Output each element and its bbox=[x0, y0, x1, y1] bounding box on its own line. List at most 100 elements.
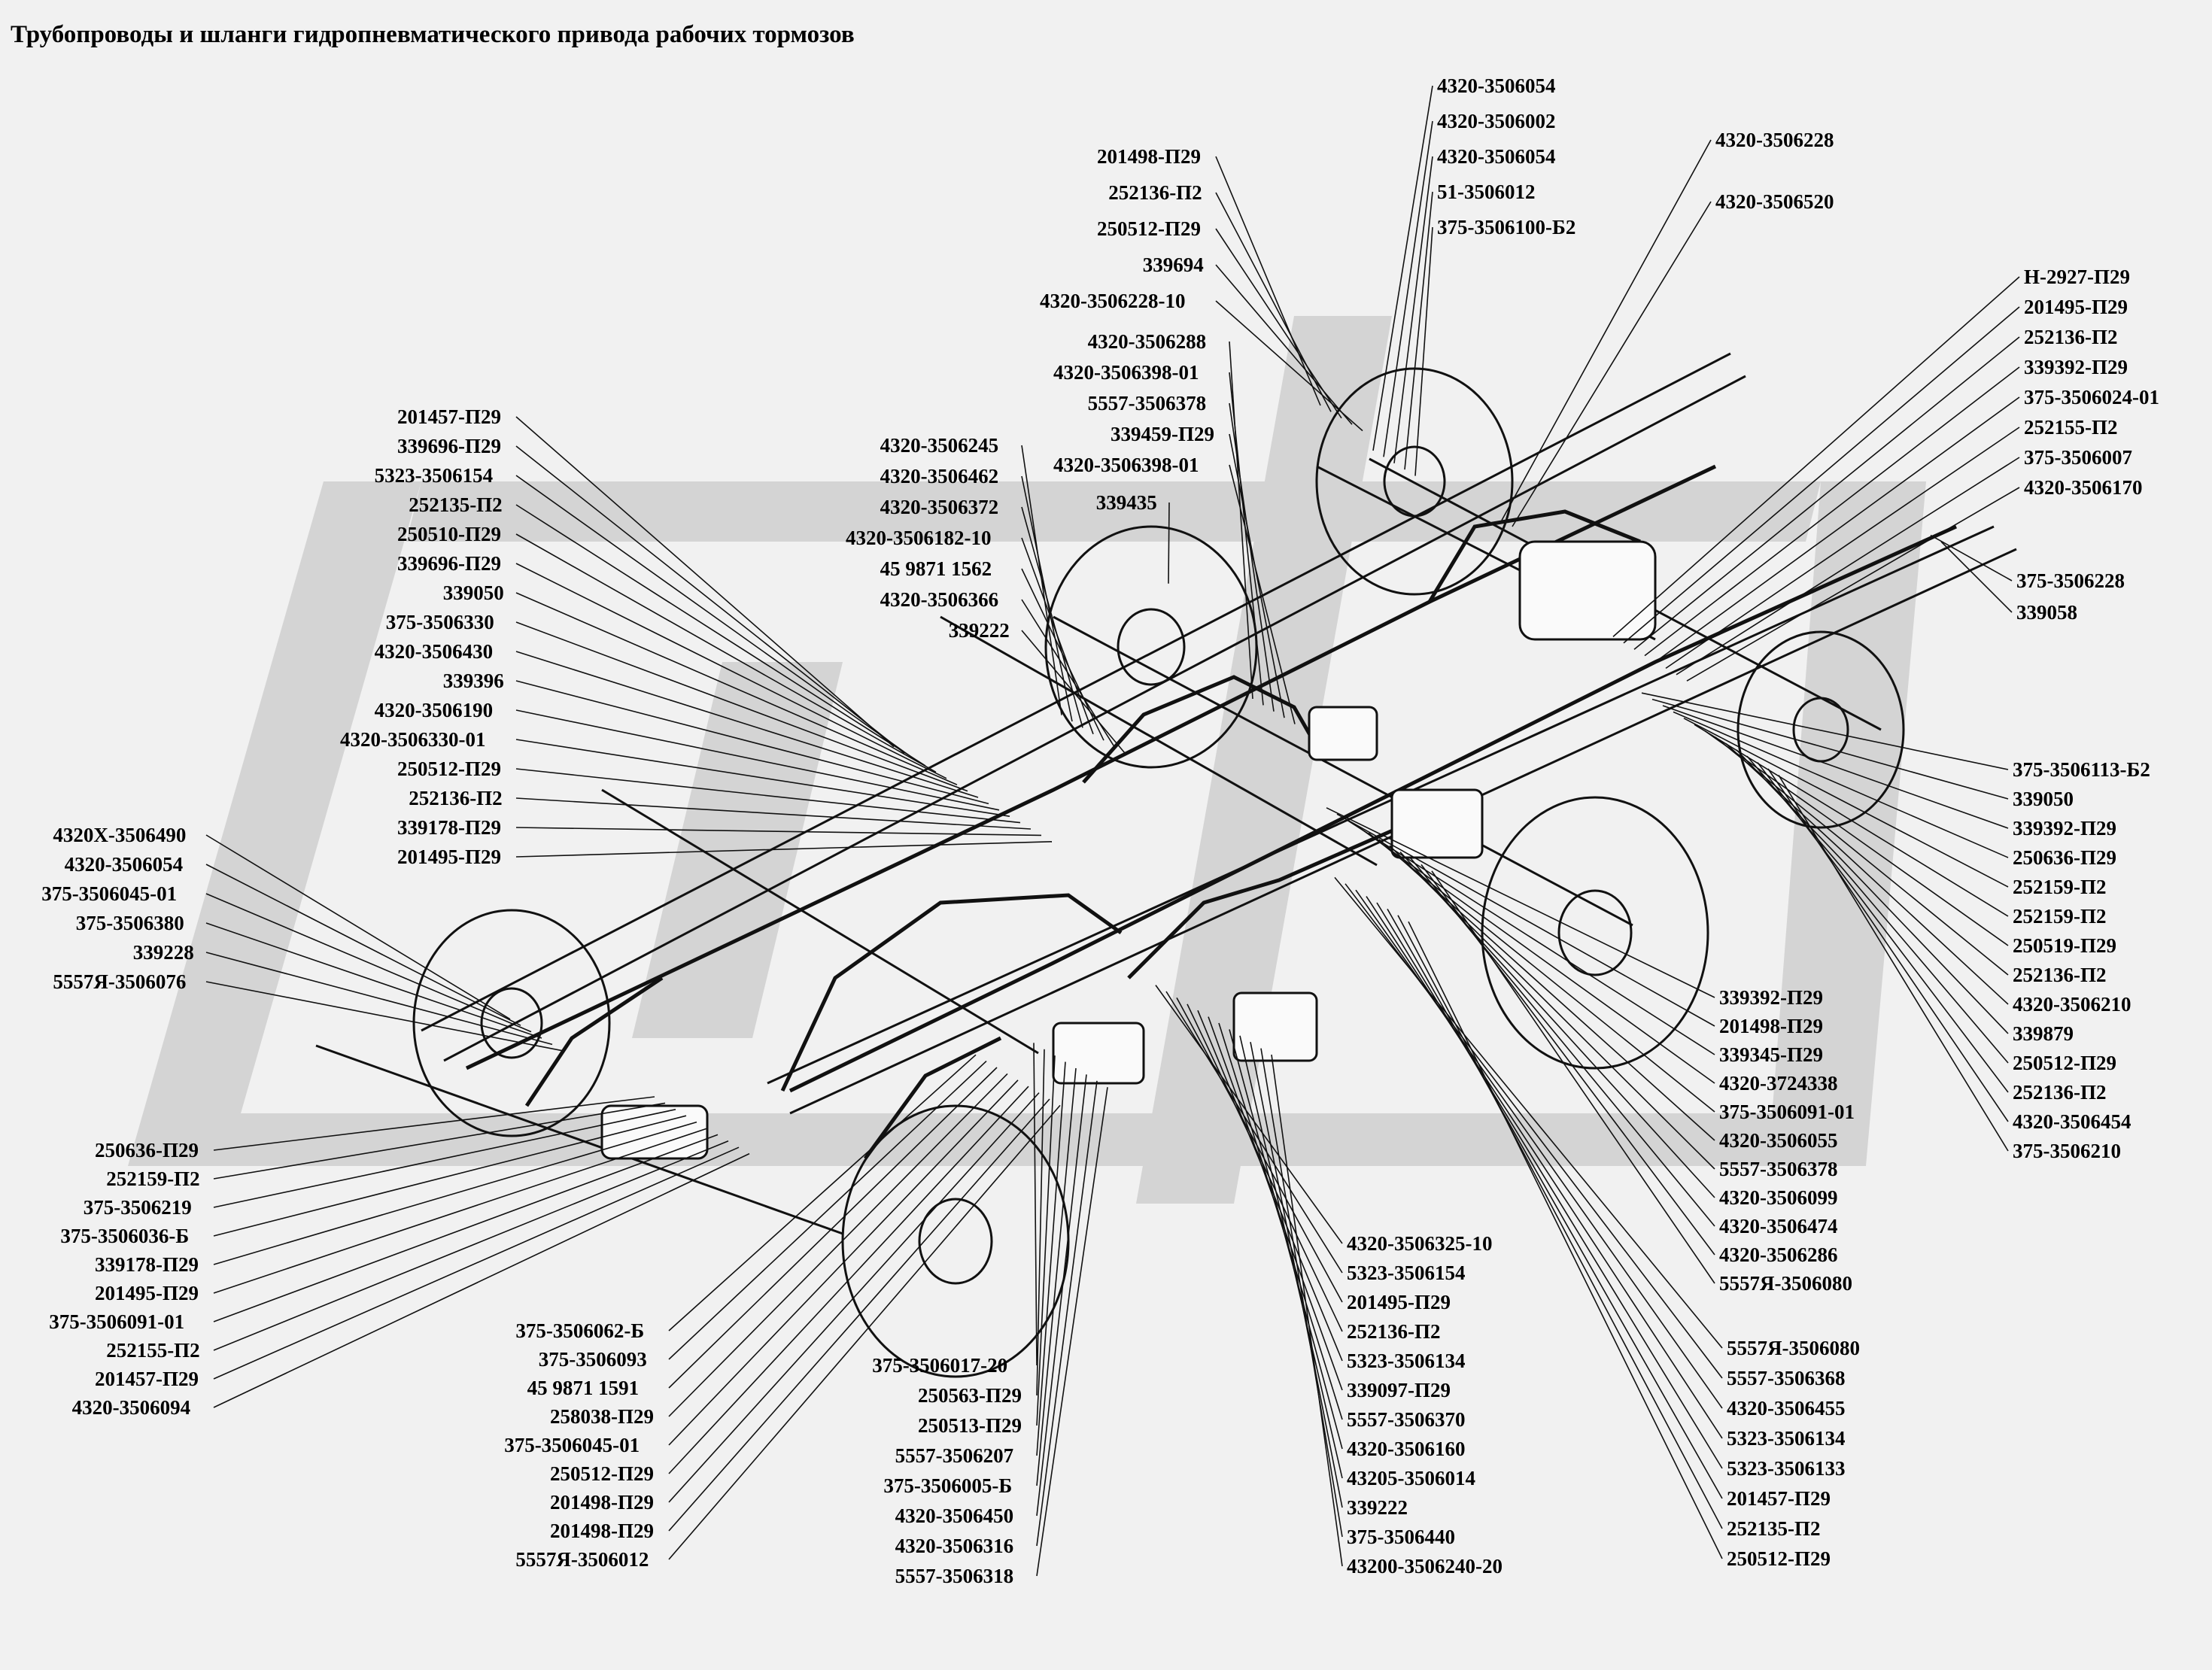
part-label-leftupper: 252136-П2 bbox=[409, 786, 503, 809]
part-label-bottommid: 250563-П29 bbox=[918, 1383, 1022, 1407]
leader-line bbox=[1501, 139, 1712, 521]
part-label-leftupper: 5323-3506154 bbox=[374, 463, 494, 487]
brake-valve bbox=[1308, 706, 1378, 761]
leader-line bbox=[515, 739, 1010, 817]
part-label-rightlower: 4320-3506454 bbox=[2013, 1110, 2131, 1133]
air-reservoir bbox=[1518, 540, 1657, 641]
leader-line bbox=[1229, 372, 1264, 706]
watermark-letter bbox=[1136, 316, 1392, 1204]
leader-line bbox=[1676, 457, 2020, 676]
leader-line bbox=[1633, 336, 2020, 650]
leader-line bbox=[213, 1115, 687, 1237]
leader-line bbox=[1036, 1061, 1066, 1456]
leader-line bbox=[668, 1073, 1008, 1417]
brake-line bbox=[1427, 509, 1641, 603]
part-label-rightupper: Н-2927-П29 bbox=[2024, 265, 2130, 288]
leader-line bbox=[515, 533, 937, 773]
part-label-rightupper: 4320-3506170 bbox=[2024, 475, 2143, 499]
part-label-topcenter: 339694 bbox=[1142, 253, 1204, 276]
part-label-bottomleft: 201498-П29 bbox=[550, 1490, 654, 1514]
leader-line bbox=[515, 651, 979, 798]
part-label-midleft: 339222 bbox=[948, 618, 1010, 642]
part-label-midleft: 4320-3506366 bbox=[880, 588, 999, 611]
leader-line bbox=[1229, 1029, 1343, 1450]
leader-line bbox=[1036, 1087, 1108, 1577]
leader-line bbox=[1036, 1074, 1087, 1517]
part-label-leftupper: 339396 bbox=[442, 669, 504, 692]
leader-line bbox=[213, 1096, 655, 1151]
wheel-hubs bbox=[412, 367, 1905, 1378]
part-label-leftlower: 201457-П29 bbox=[95, 1367, 199, 1390]
part-label-bottomleft: 375-3506093 bbox=[538, 1347, 647, 1371]
part-label-rightlower: 4320-3506210 bbox=[2013, 992, 2131, 1016]
leader-line bbox=[1641, 692, 2009, 770]
leader-line bbox=[205, 893, 532, 1033]
part-label-bottommid: 5557-3506207 bbox=[895, 1444, 1014, 1467]
part-label-bottommid: 4320-3506316 bbox=[895, 1534, 1014, 1557]
leader-line bbox=[1673, 711, 2009, 858]
leader-line bbox=[1345, 883, 1723, 1379]
part-label-bottomcenter: 43205-3506014 bbox=[1347, 1466, 1475, 1489]
part-label-bottomcenter: 4320-3506325-10 bbox=[1347, 1231, 1493, 1255]
part-label-bottomleft: 375-3506062-Б bbox=[515, 1319, 645, 1342]
leader-line bbox=[1612, 276, 2020, 637]
leader-line bbox=[1404, 191, 1433, 470]
brake-valve bbox=[1232, 991, 1318, 1062]
leader-line bbox=[668, 1086, 1029, 1474]
part-label-leftlower: 4320-3506094 bbox=[71, 1395, 191, 1419]
part-label-bottomcenter: 339222 bbox=[1347, 1495, 1408, 1519]
brake-components bbox=[600, 540, 1657, 1160]
leader-line bbox=[205, 864, 521, 1026]
part-label-leftmid: 339228 bbox=[132, 940, 194, 964]
watermark-bar-top bbox=[406, 481, 1821, 542]
part-label-centerright: 4320-3506286 bbox=[1719, 1243, 1838, 1266]
leader-line bbox=[1940, 541, 2013, 613]
leader-line bbox=[1393, 156, 1433, 463]
leader-line bbox=[515, 709, 1000, 811]
leader-line bbox=[1215, 264, 1353, 425]
leader-line bbox=[1334, 876, 1723, 1349]
part-label-rightupper: 252136-П2 bbox=[2024, 325, 2118, 348]
part-label-topstack: 4320-3506002 bbox=[1437, 109, 1556, 132]
wheel-hub-center bbox=[1557, 889, 1633, 976]
part-label-bottomleft: 45 9871 1591 bbox=[527, 1376, 640, 1399]
part-label-bottomleft: 375-3506045-01 bbox=[504, 1433, 640, 1456]
part-label-leftlower: 339178-П29 bbox=[95, 1252, 199, 1276]
leader-line bbox=[1410, 858, 1715, 1227]
cross-member bbox=[940, 615, 1378, 867]
leader-line bbox=[213, 1102, 666, 1180]
part-label-rightupper: 375-3506024-01 bbox=[2024, 385, 2159, 408]
leader-line bbox=[205, 981, 564, 1052]
part-label-rightmid: 375-3506228 bbox=[2016, 569, 2125, 592]
part-label-midleft: 4320-3506182-10 bbox=[846, 526, 992, 549]
part-label-rightlower: 250636-П29 bbox=[2013, 846, 2116, 869]
part-label-rightlower: 250512-П29 bbox=[2013, 1051, 2116, 1074]
part-label-topcenter: 4320-3506228-10 bbox=[1040, 289, 1186, 312]
part-label-topcenter: 250512-П29 bbox=[1097, 217, 1201, 240]
part-label-bottomcenter: 5323-3506134 bbox=[1347, 1349, 1466, 1372]
part-label-bottomright: 5557-3506368 bbox=[1727, 1366, 1846, 1389]
leader-line bbox=[1229, 402, 1275, 712]
leader-line bbox=[1414, 226, 1433, 476]
part-label-leftupper: 339178-П29 bbox=[397, 815, 501, 839]
part-label-topright: 4320-3506520 bbox=[1715, 190, 1834, 213]
leader-line bbox=[668, 1067, 998, 1389]
leader-line bbox=[213, 1134, 719, 1322]
wheel-hub bbox=[1736, 630, 1905, 829]
leader-line bbox=[1408, 921, 1723, 1559]
leader-line bbox=[1651, 698, 2009, 800]
leader-line bbox=[1420, 864, 1715, 1256]
part-label-leftmid: 375-3506380 bbox=[75, 911, 184, 934]
leader-line bbox=[1644, 366, 2020, 657]
leader-line bbox=[668, 1104, 1061, 1560]
part-label-centerright: 5557-3506378 bbox=[1719, 1157, 1838, 1180]
leader-line bbox=[1326, 807, 1715, 998]
leader-line bbox=[1368, 832, 1715, 1113]
part-label-leftlower: 375-3506036-Б bbox=[60, 1224, 190, 1247]
leader-line bbox=[1229, 464, 1296, 724]
watermark-stroke-right bbox=[1768, 481, 1926, 1166]
leader-line bbox=[1165, 991, 1343, 1274]
frame-rail-left-edge bbox=[443, 375, 1746, 1062]
